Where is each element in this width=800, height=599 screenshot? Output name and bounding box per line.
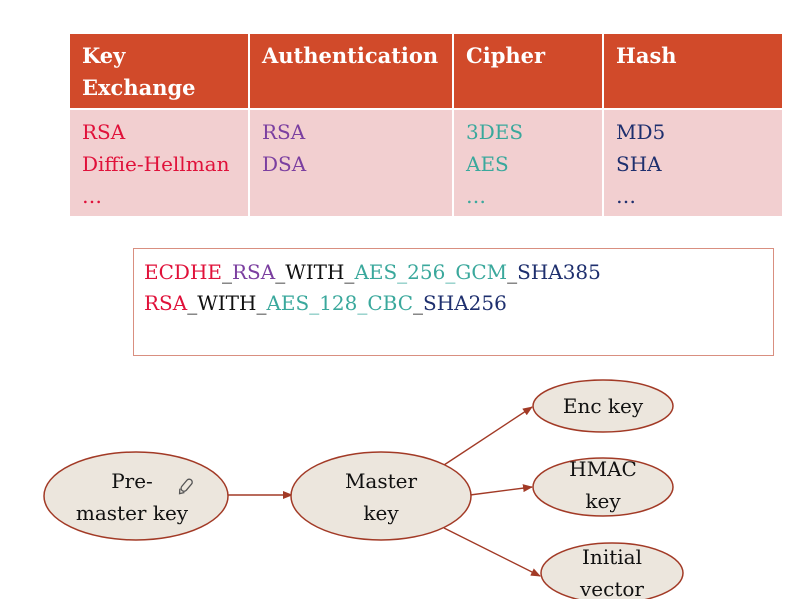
arrow-master-to-hmac (469, 484, 533, 496)
premaster-key-node: Pre- master key (43, 451, 229, 541)
arrow-master-to-enc (443, 406, 533, 466)
hmac-key-ellipse (532, 457, 674, 517)
cipher-suite-line: RSA_WITH_AES_128_CBC_SHA256 (144, 288, 763, 319)
hash-item: SHA (616, 152, 662, 176)
enc-key-node: Enc key (532, 379, 674, 433)
arrow-master-to-iv (443, 527, 541, 577)
key-exchange-item: RSA (82, 120, 126, 144)
header-authentication: Authentication (250, 34, 452, 108)
master-key-label-line1: Master (345, 469, 418, 493)
header-key-exchange-line2: Exchange (82, 75, 196, 100)
key-derivation-diagram: Pre- master key Master key Enc key HMAC … (43, 379, 684, 599)
header-cipher: Cipher (454, 34, 602, 108)
cipher-item: 3DES (466, 120, 524, 144)
suite-cipher: AES_128_CBC (266, 291, 414, 315)
suite-key-exchange: ECDHE (144, 260, 222, 284)
suite-key-exchange: RSA (144, 291, 188, 315)
header-key-exchange: Key Exchange (70, 34, 248, 108)
hmac-key-label-line2: key (585, 489, 621, 513)
hash-item: MD5 (616, 120, 666, 144)
master-key-ellipse (290, 451, 472, 541)
premaster-key-label-line2: master key (76, 501, 189, 525)
pencil-icon[interactable] (177, 478, 193, 496)
suite-cipher: AES_256_GCM (354, 260, 508, 284)
cipher-components-table: Key Exchange Authentication Cipher Hash … (70, 34, 782, 216)
enc-key-label: Enc key (563, 394, 644, 418)
premaster-key-label-line1: Pre- (111, 469, 153, 493)
initial-vector-ellipse (540, 542, 684, 599)
suite-authentication: RSA (231, 260, 276, 284)
enc-key-ellipse (532, 379, 674, 433)
suite-with: _WITH_ (187, 291, 267, 315)
cell-key-exchange: RSA Diffie-Hellman … (70, 110, 248, 216)
cipher-suite-examples: ECDHE_RSA_WITH_AES_256_GCM_SHA385 RSA_WI… (133, 248, 774, 356)
cell-authentication: RSA DSA (250, 110, 452, 216)
master-key-label-line2: key (363, 501, 399, 525)
initial-vector-label-line1: Initial (582, 545, 642, 569)
premaster-key-ellipse (43, 451, 229, 541)
key-exchange-item: Diffie-Hellman (82, 152, 230, 176)
initial-vector-label-line2: vector (579, 577, 644, 599)
header-key-exchange-line1: Key (82, 43, 126, 68)
hmac-key-label-line1: HMAC (569, 457, 637, 481)
hash-item: … (616, 184, 636, 208)
header-hash: Hash (604, 34, 782, 108)
hmac-key-node: HMAC key (532, 457, 674, 517)
suite-separator: _ (507, 260, 518, 284)
master-key-node: Master key (290, 451, 472, 541)
cipher-suite-line: ECDHE_RSA_WITH_AES_256_GCM_SHA385 (144, 257, 763, 288)
cipher-item: … (466, 184, 486, 208)
authentication-item: RSA (262, 120, 306, 144)
suite-separator: _ (221, 260, 232, 284)
suite-with: _WITH_ (275, 260, 355, 284)
initial-vector-node: Initial vector (540, 542, 684, 599)
authentication-item: DSA (262, 152, 307, 176)
cipher-item: AES (466, 152, 509, 176)
cell-cipher: 3DES AES … (454, 110, 602, 216)
key-exchange-item: … (82, 184, 102, 208)
suite-hash: SHA256 (423, 291, 507, 315)
suite-hash: SHA385 (517, 260, 601, 284)
cell-hash: MD5 SHA … (604, 110, 782, 216)
suite-separator: _ (413, 291, 424, 315)
